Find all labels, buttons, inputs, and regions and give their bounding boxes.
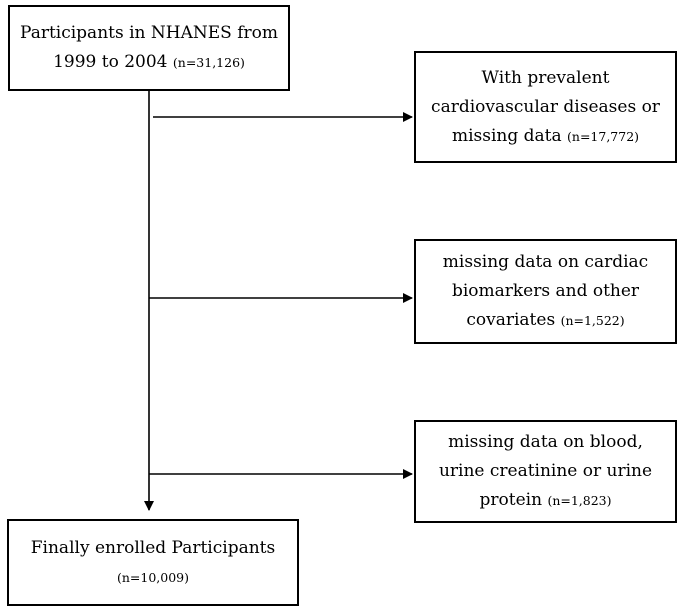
exclusion-2-line3: covariates (n=1,522) — [466, 306, 624, 335]
exclusion-1-line2: cardiovascular diseases or — [431, 96, 660, 117]
initial-participants-count: (n=31,126) — [172, 55, 245, 70]
exclusion-1-box: With prevalent cardiovascular diseases o… — [414, 51, 677, 163]
exclusion-1-text: missing data — [451, 125, 568, 146]
exclusion-3-line1: missing data on blood, — [448, 432, 643, 452]
final-enrolled-box: Finally enrolled Participants (n=10,009) — [7, 519, 299, 606]
exclusion-2-box: missing data on cardiac biomarkers and o… — [414, 239, 677, 344]
exclusion-1-line3: missing data (n=17,772) — [452, 122, 639, 151]
exclusion-3-count: (n=1,823) — [547, 493, 612, 508]
exclusion-2-count: (n=1,522) — [560, 313, 625, 328]
exclusion-2-line2: biomarkers and other — [451, 281, 640, 301]
exclusion-2-text: covariates — [466, 310, 561, 330]
exclusion-1-count: (n=17,772) — [567, 128, 640, 144]
exclusion-3-box: missing data on blood, urine creatinine … — [414, 420, 677, 523]
initial-participants-box: Participants in NHANES from 1999 to 2004… — [8, 5, 290, 91]
initial-participants-text: 1999 to 2004 — [53, 52, 173, 72]
exclusion-1-line1: With prevalent — [481, 67, 610, 88]
exclusion-3-text: protein — [479, 490, 548, 510]
exclusion-3-line3: protein (n=1,823) — [480, 486, 612, 515]
final-enrolled-count: (n=10,009) — [116, 569, 189, 585]
initial-participants-line1: Participants in NHANES from — [20, 23, 278, 43]
exclusion-3-line2: urine creatinine or urine — [438, 461, 653, 481]
exclusion-2-line1: missing data on cardiac — [442, 252, 649, 272]
final-enrolled-line2: (n=10,009) — [117, 563, 189, 592]
initial-participants-line2: 1999 to 2004 (n=31,126) — [53, 48, 245, 77]
final-enrolled-line1: Finally enrolled Participants — [30, 537, 276, 558]
